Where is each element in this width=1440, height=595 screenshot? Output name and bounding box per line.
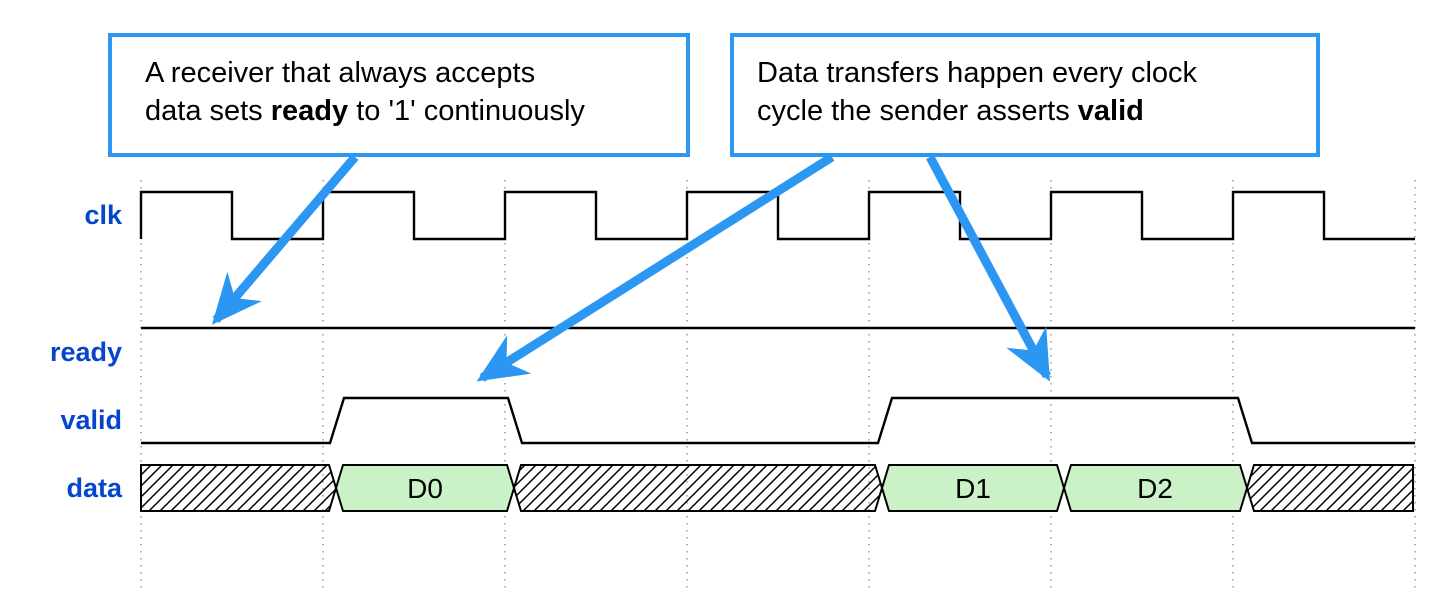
callout-text-line2: data sets ready to '1' continuously [145, 95, 585, 127]
callout-text-line1: A receiver that always accepts [145, 57, 536, 89]
callout-arrows [211, 153, 1051, 382]
arrow-to-valid-pulse2 [926, 154, 1051, 382]
valid-waveform [141, 396, 1415, 445]
bus-invalid-segment [1245, 464, 1414, 512]
clock-edge-gridlines [140, 180, 1416, 590]
signal-label-valid: valid [60, 405, 122, 435]
arrow-to-ready [211, 154, 359, 325]
callout-text-line2: cycle the sender asserts valid [757, 95, 1144, 127]
bus-segment-label-d0: D0 [407, 473, 443, 504]
bus-segment-label-d2: D2 [1137, 473, 1173, 504]
callout-valid-note: Data transfers happen every clock cycle … [730, 33, 1320, 157]
signal-label-data: data [66, 473, 122, 503]
callout-bold-valid: valid [1077, 95, 1144, 127]
callout-text-line1: Data transfers happen every clock [757, 57, 1198, 89]
bus-invalid-segment [140, 464, 338, 512]
callout-bold-ready: ready [270, 95, 349, 127]
signal-label-clk: clk [84, 200, 122, 230]
arrow-to-valid-pulse1 [476, 153, 835, 382]
clk-waveform [139, 190, 1415, 241]
data-bus [140, 464, 1414, 512]
bus-segment-label-d1: D1 [955, 473, 991, 504]
bus-invalid-segment [512, 464, 884, 512]
signal-label-ready: ready [49, 337, 122, 367]
callout-ready-note: A receiver that always accepts data sets… [108, 33, 690, 157]
